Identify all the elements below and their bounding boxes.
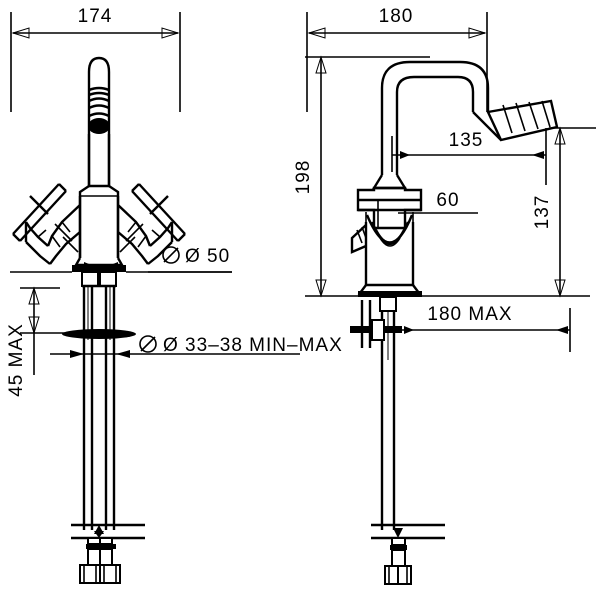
front-handle-left [12,183,81,265]
dimension-45max [20,286,75,375]
dimension-label-135: 135 [449,130,484,151]
diameter-symbol-icon-50 [162,246,180,264]
side-shank [350,296,402,530]
dimension-line-180 [307,27,487,39]
dimension-label-180max: 180 MAX [427,304,512,325]
front-shanks [62,271,136,530]
dimension-label-174: 174 [78,6,113,27]
dimension-label-60: 60 [436,190,459,211]
dimension-label-45max: 45 MAX [6,323,27,397]
dimension-198 [315,55,327,298]
dimension-label-198: 198 [293,160,314,195]
dimension-label-137: 137 [532,195,553,230]
front-bottom-fittings [71,523,145,584]
side-spout [380,60,559,155]
dimension-135 [391,128,547,185]
dimension-line-174 [11,27,180,39]
diameter-symbol-icon-3338 [139,335,157,353]
side-mounting-flange [305,291,590,297]
dimension-60-leader [377,200,478,228]
front-view: 174 [6,6,343,584]
dimension-label-3338: Ø 33–38 MIN–MAX [163,335,343,356]
side-bottom-fittings [371,523,445,585]
dimension-137 [549,126,596,298]
dimension-label-50: Ø 50 [185,246,230,267]
front-body [73,185,125,267]
front-width-extension-lines [10,12,181,112]
side-view: 180 [293,6,596,585]
dimension-label-180: 180 [379,6,414,27]
front-spout [87,56,111,188]
dimension-hole-diameter [50,350,300,358]
dimension-180max [402,308,571,352]
side-body [350,155,423,295]
front-handle-right [117,183,186,265]
